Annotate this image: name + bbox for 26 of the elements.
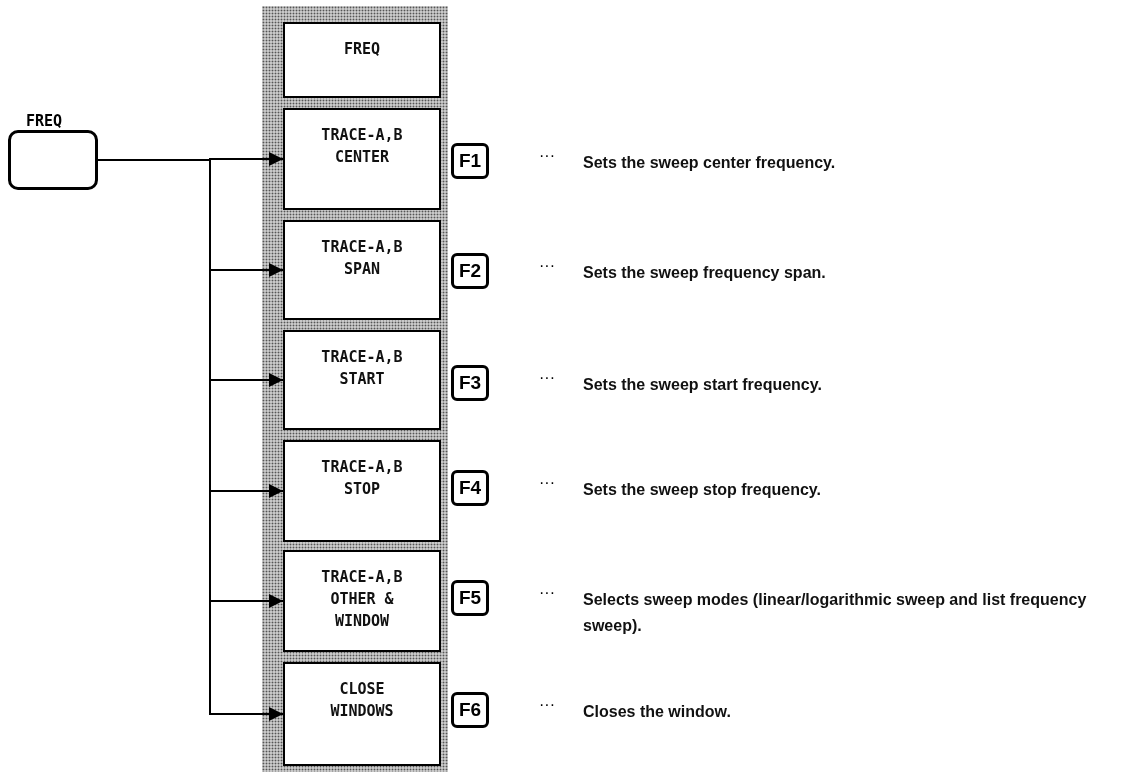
function-key: F2: [451, 253, 489, 289]
softkey: CLOSE WINDOWS: [283, 662, 441, 766]
function-key: F5: [451, 580, 489, 616]
ellipsis: ···: [539, 147, 555, 165]
function-key: F6: [451, 692, 489, 728]
key-label: FREQ: [24, 112, 65, 130]
ellipsis: ···: [539, 257, 555, 275]
ellipsis: ···: [539, 474, 555, 492]
softkey: TRACE-A,B STOP: [283, 440, 441, 542]
softkey: TRACE-A,B START: [283, 330, 441, 430]
ellipsis: ···: [539, 696, 555, 714]
function-key: F1: [451, 143, 489, 179]
key-description: Sets the sweep center frequency.: [583, 153, 837, 173]
key-description: Sets the sweep frequency span.: [583, 263, 827, 283]
softkey: TRACE-A,B CENTER: [283, 108, 441, 210]
function-key: F4: [451, 470, 489, 506]
softkey: FREQ: [283, 22, 441, 98]
key-description: Sets the sweep start frequency.: [583, 375, 823, 395]
key-description: Sets the sweep stop frequency.: [583, 480, 822, 500]
key-description: Closes the window.: [583, 702, 732, 722]
softkey: TRACE-A,B SPAN: [283, 220, 441, 320]
softkey: TRACE-A,B OTHER & WINDOW: [283, 550, 441, 652]
ellipsis: ···: [539, 369, 555, 387]
ellipsis: ···: [539, 584, 555, 602]
key-description: Selects sweep modes (linear/logarithmic sweep and list frequency sweep).: [583, 590, 1088, 636]
function-key: F3: [451, 365, 489, 401]
